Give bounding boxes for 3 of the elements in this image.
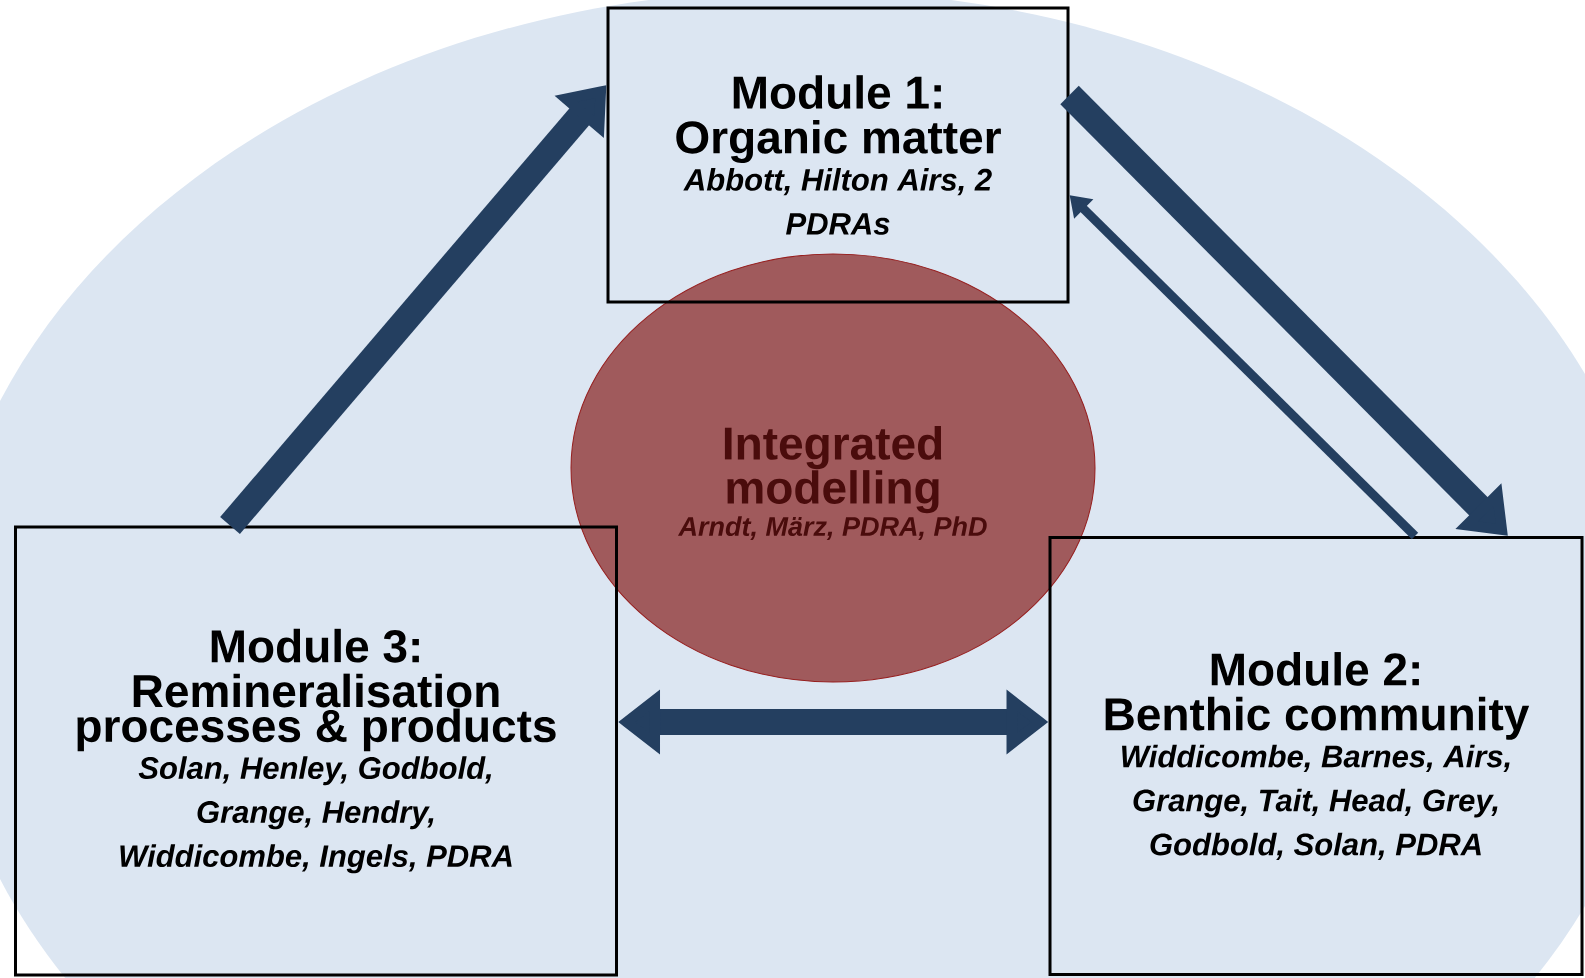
module-box: Module 1: Organic matter Abbott, Hilton Airs, 2 PDRAs <box>606 6 1070 304</box>
module-box: Module 2: Benthic community Widdicombe, Barnes, Airs, Grange, Tait, Head, Grey, Godbold, Solan, PDRA <box>1048 536 1584 976</box>
module-box: Module 3: Remineralisation processes & products Solan, Henley, Godbold, Grange, Hendry, Widdicombe, Ingels, PDRA <box>14 525 618 977</box>
